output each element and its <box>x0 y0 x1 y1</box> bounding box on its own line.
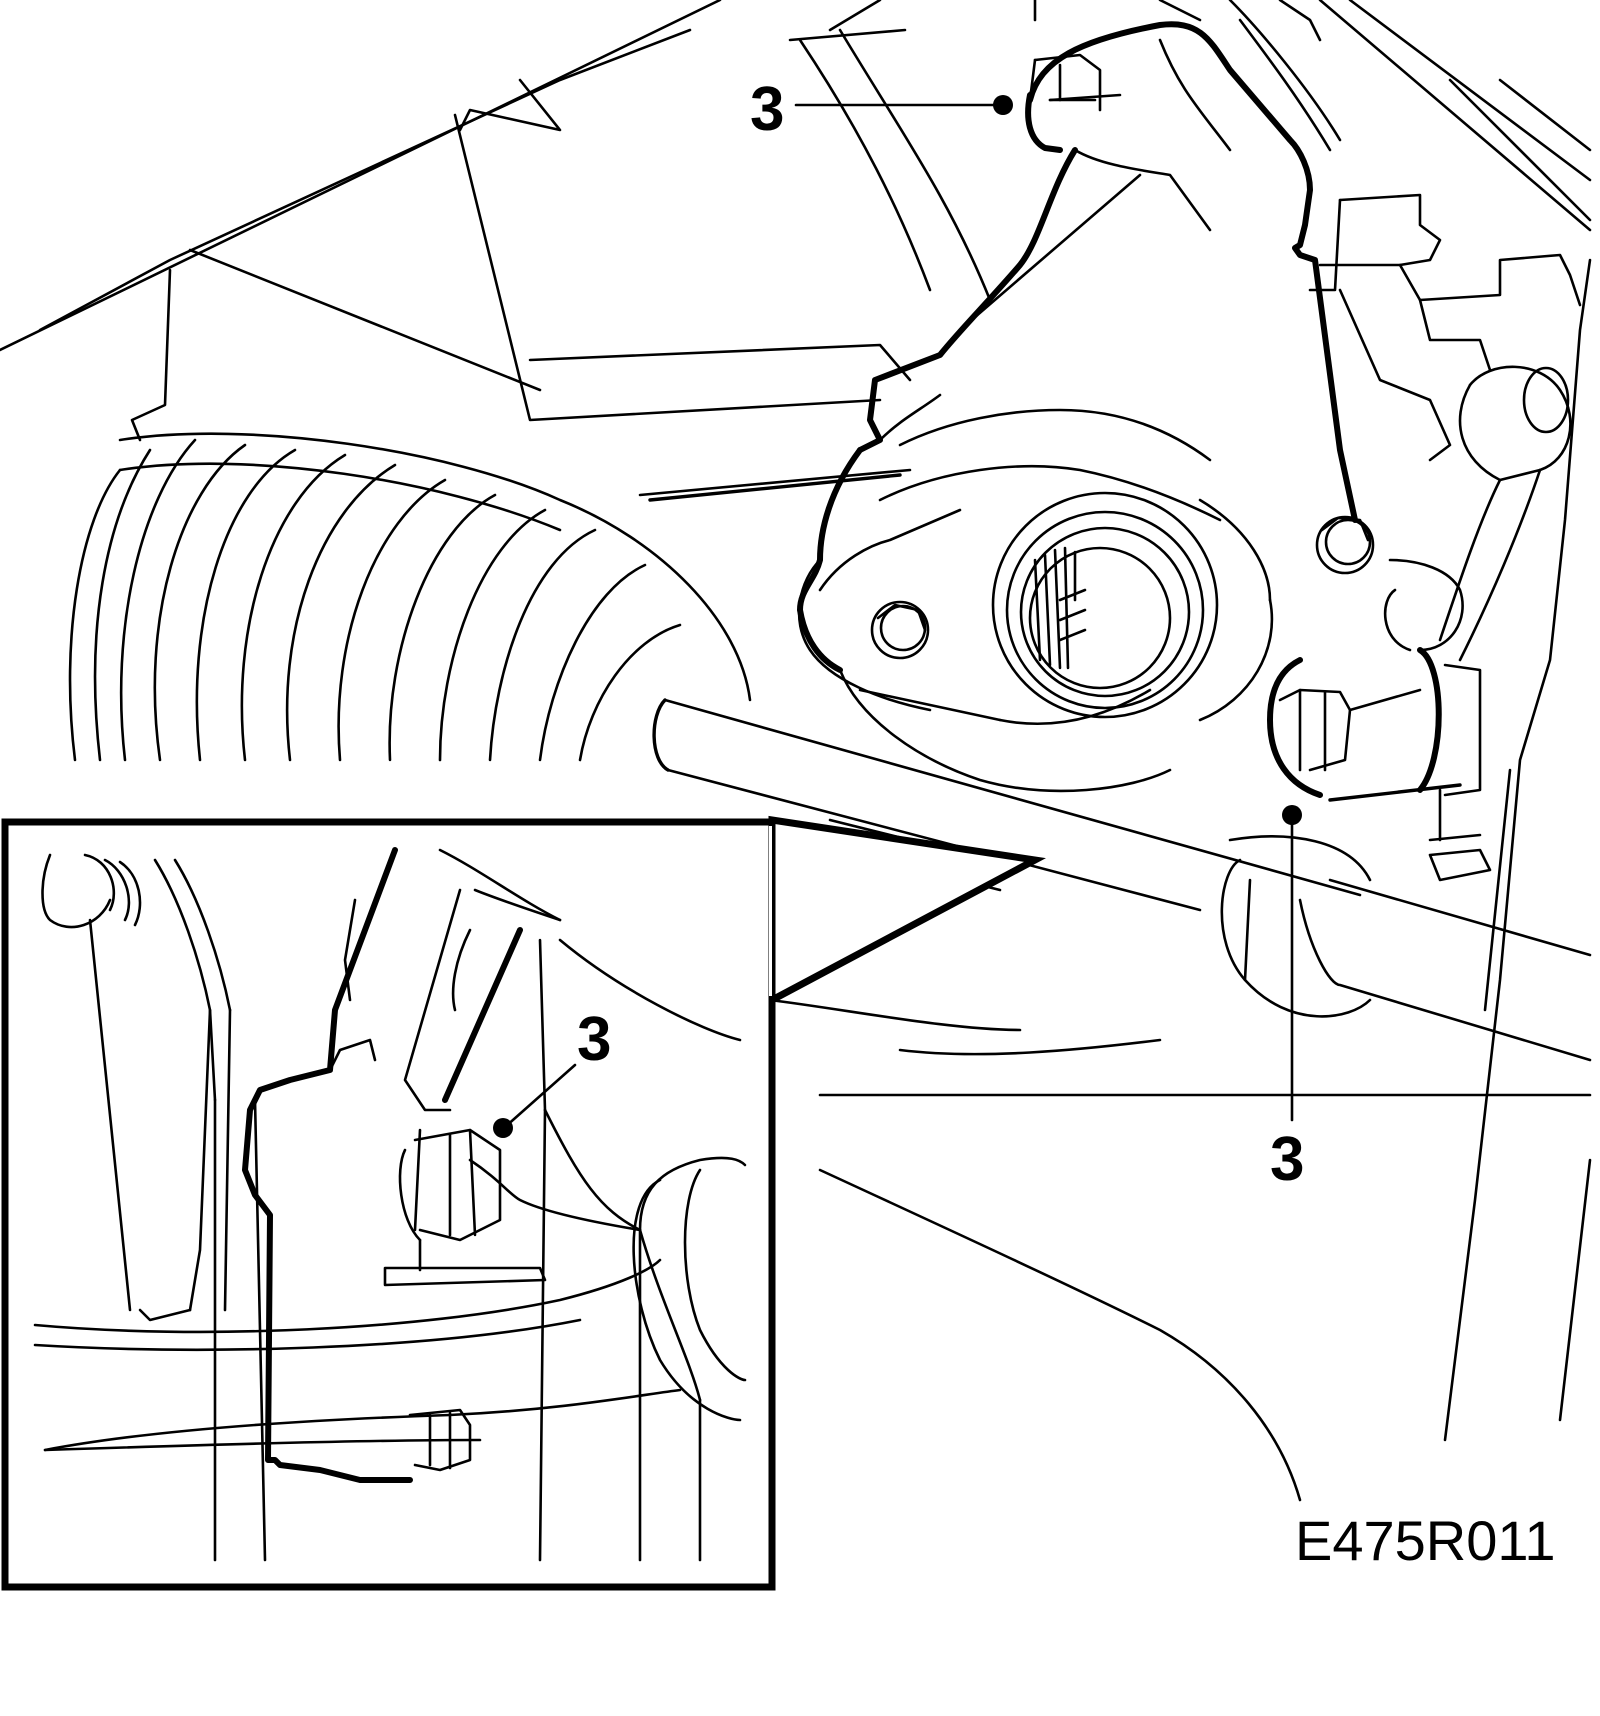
lower-arm <box>768 998 1592 1502</box>
right-bracket <box>1228 0 1592 1442</box>
top-bolt <box>1025 53 1102 153</box>
callout-label-top: 3 <box>750 75 784 144</box>
callout-label-inset: 3 <box>577 1005 611 1074</box>
hub-flange <box>797 464 1274 793</box>
inset-pointer <box>768 815 1046 1006</box>
figure-code: E475R011 <box>1295 1509 1556 1572</box>
callout-leader-inset <box>493 1063 577 1138</box>
wheel-carrier-bracket <box>797 21 1358 673</box>
detail-inset <box>1 815 1046 1591</box>
inset-lineart <box>33 847 747 1562</box>
callout-leader-bottom <box>1282 805 1302 1122</box>
callout-leader-top <box>794 95 1013 115</box>
flange-bolt-right <box>1315 515 1375 575</box>
steering-bellows <box>68 432 752 762</box>
flange-bolt-left <box>870 600 930 660</box>
callout-label-bottom: 3 <box>1270 1125 1304 1194</box>
lower-bolt <box>1267 647 1482 802</box>
housing-outline <box>0 0 1202 502</box>
